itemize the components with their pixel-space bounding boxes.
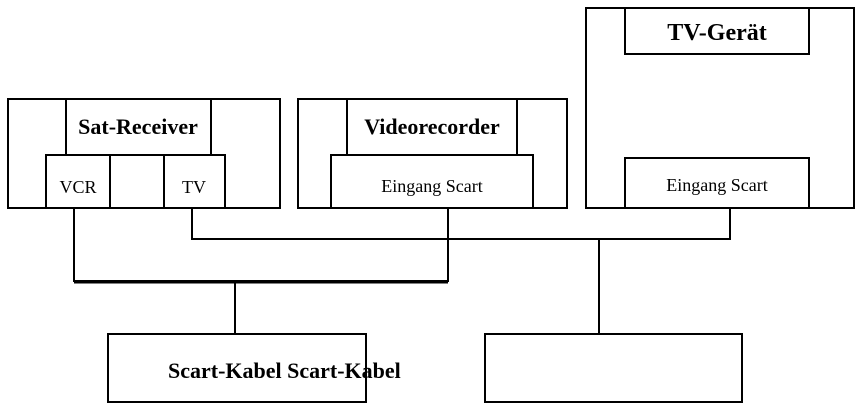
videorecorder-input-box (330, 154, 534, 209)
sat-receiver: Sat-Receiver VCR TV (7, 98, 281, 209)
videorecorder-input-label: Eingang Scart (381, 176, 482, 196)
tv-device-input-label: Eingang Scart (666, 175, 767, 195)
scart-cable-label: Scart-Kabel Scart-Kabel (168, 358, 401, 383)
scart-cable-box-right (484, 333, 743, 403)
tv-device-input-box (624, 157, 810, 209)
tv-device-title-box (624, 7, 810, 55)
vcr-signal-wire (73, 208, 449, 282)
cable-boxes: Scart-Kabel Scart-Kabel (107, 333, 743, 403)
port-vcr-label: VCR (59, 177, 96, 197)
port-tv-label: TV (182, 177, 206, 197)
tv-signal-wire (191, 208, 731, 240)
tv-device: TV-Gerät Eingang Scart (585, 7, 855, 209)
cable-lines (73, 208, 731, 334)
videorecorder: Videorecorder Eingang Scart (297, 98, 568, 209)
sat-receiver-port-panel (45, 154, 226, 209)
sat-receiver-title: Sat-Receiver (78, 114, 198, 139)
videorecorder-title: Videorecorder (364, 114, 500, 139)
scart-cable-box-left (107, 333, 367, 403)
tv-device-title: TV-Gerät (667, 20, 767, 46)
sat-receiver-title-box (65, 98, 212, 156)
videorecorder-title-box (346, 98, 518, 156)
